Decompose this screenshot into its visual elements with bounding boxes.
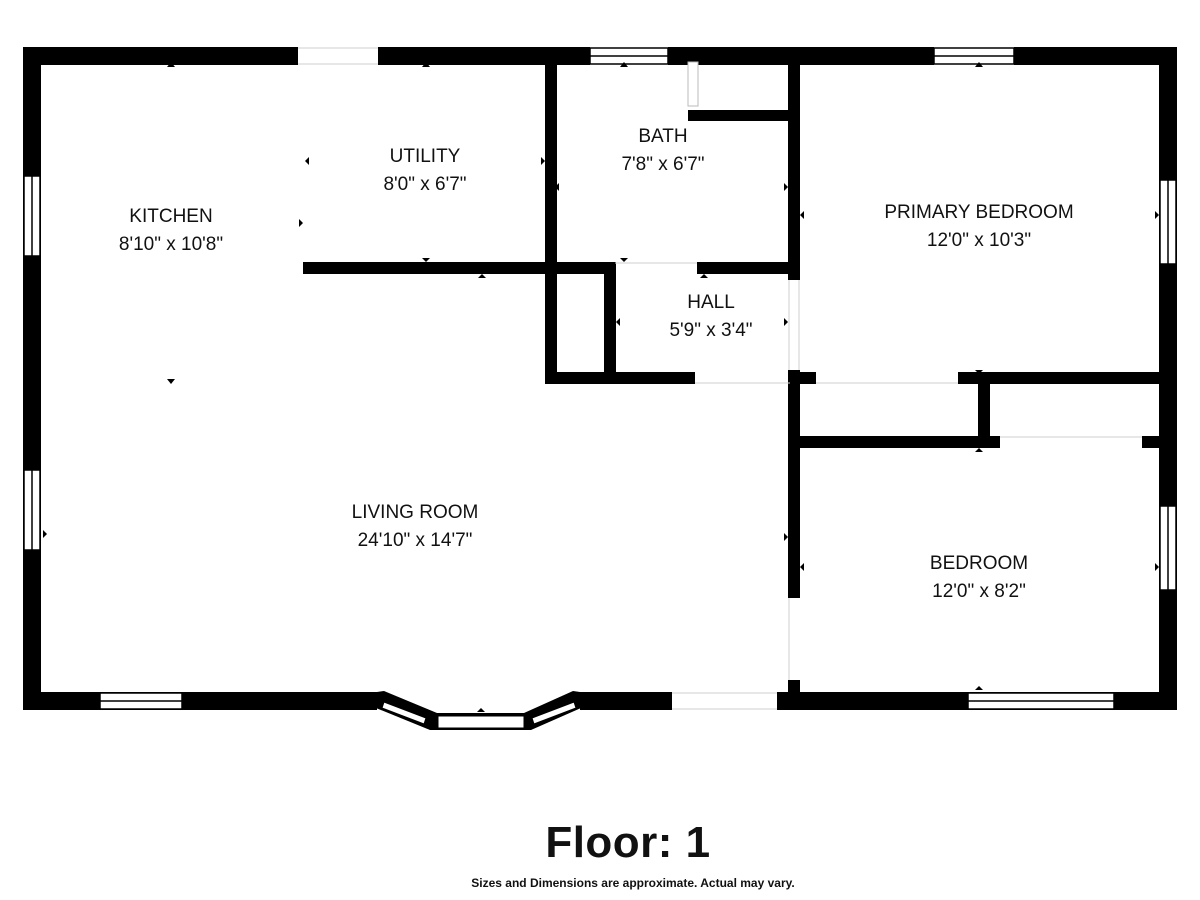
window-living-left xyxy=(23,469,41,551)
left-wall xyxy=(23,47,41,710)
wall-bath-bottom-right xyxy=(697,262,799,274)
kitchen-name: KITCHEN xyxy=(129,206,212,227)
wall-living-right-bottom xyxy=(788,680,800,700)
interior-walls xyxy=(303,61,1177,700)
floor-title: Floor: 1 xyxy=(545,818,711,867)
wall-hall-left xyxy=(604,262,616,374)
wall-primary-bottom-a xyxy=(788,372,816,384)
floor-disclaimer: Sizes and Dimensions are approximate. Ac… xyxy=(471,876,795,890)
utility-name: UTILITY xyxy=(390,146,461,167)
wall-closet-v xyxy=(978,372,990,448)
window-primary-right xyxy=(1159,179,1177,265)
windows xyxy=(23,47,1177,710)
window-living-bottom xyxy=(99,692,183,710)
top-wall-left xyxy=(23,47,298,65)
dimension-markers xyxy=(43,62,1159,712)
bottom-wall-left xyxy=(23,692,377,710)
bay-window xyxy=(376,691,581,730)
bedroom-name: BEDROOM xyxy=(930,553,1028,574)
bottom-wall-mid xyxy=(580,692,672,710)
window-primary-top xyxy=(933,47,1015,65)
wall-living-right-top xyxy=(788,370,800,598)
primary-bedroom-dims: 12'0" x 10'3" xyxy=(927,230,1031,251)
bath-name: BATH xyxy=(638,126,687,147)
hall-dims: 5'9" x 3'4" xyxy=(669,320,752,341)
primary-bedroom-name: PRIMARY BEDROOM xyxy=(884,202,1073,223)
wall-utility-bottom xyxy=(303,262,615,274)
kitchen-dims: 8'10" x 10'8" xyxy=(119,234,223,255)
wall-bath-closet-h xyxy=(688,110,800,121)
top-wall-mid xyxy=(378,47,590,65)
top-wall-right-b xyxy=(1014,47,1177,65)
bath-dims: 7'8" x 6'7" xyxy=(621,154,704,175)
wall-hall-bottom xyxy=(545,372,695,384)
room-labels: KITCHEN 8'10" x 10'8" UTILITY 8'0" x 6'7… xyxy=(119,126,1074,602)
living-room-dims: 24'10" x 14'7" xyxy=(358,530,473,551)
hall-name: HALL xyxy=(687,292,735,313)
wall-closet-right xyxy=(1159,372,1177,448)
wall-bath-primary xyxy=(788,62,800,280)
wall-primary-bottom-b xyxy=(958,372,1177,384)
living-room-name: LIVING ROOM xyxy=(352,502,479,523)
top-wall-right-a xyxy=(668,47,934,65)
wall-bedroom-top-a xyxy=(788,436,1000,448)
window-bath-top xyxy=(589,47,669,65)
window-bedroom-right xyxy=(1159,505,1177,591)
utility-dims: 8'0" x 6'7" xyxy=(383,174,466,195)
bedroom-dims: 12'0" x 8'2" xyxy=(932,581,1026,602)
wall-bath-closet-v xyxy=(687,61,699,107)
wall-utility-bath xyxy=(545,62,557,384)
window-bedroom-bottom xyxy=(967,692,1115,710)
door-openings xyxy=(298,47,1142,710)
window-kitchen-left xyxy=(23,175,41,257)
